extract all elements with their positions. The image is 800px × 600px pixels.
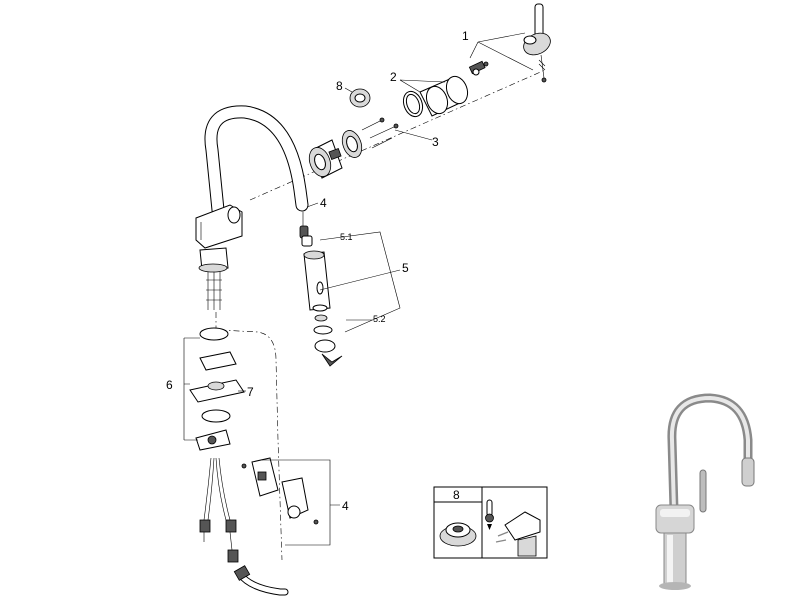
supply-hoses	[199, 457, 239, 563]
callout-5: 5	[402, 261, 409, 275]
handle-assembly: 1 2 8 3	[249, 3, 551, 201]
sprayhead-icon	[301, 235, 343, 367]
cover-sleeve	[402, 75, 469, 118]
screw-set	[468, 60, 489, 76]
lever-icon	[495, 511, 541, 557]
cartridge-detail-icon	[439, 522, 477, 547]
thermometer-icon	[485, 499, 494, 530]
hose-weight-bracket	[241, 457, 319, 525]
callout-6: 6	[166, 378, 173, 392]
inset-label: 8	[453, 488, 460, 502]
callout-4-hose: 4	[320, 196, 327, 210]
faucet-photo-icon	[655, 393, 755, 590]
callout-3: 3	[432, 135, 439, 149]
callout-5-1: 5.1	[340, 232, 353, 242]
callout-1: 1	[462, 29, 469, 43]
callout-4-bracket: 4	[342, 499, 349, 513]
callout-8: 8	[336, 79, 343, 93]
handle-icon	[523, 3, 551, 83]
callout-7: 7	[247, 385, 254, 399]
spout-icon	[195, 105, 309, 310]
callout-5-2: 5.2	[373, 314, 386, 324]
callout-2: 2	[390, 70, 397, 84]
cartridge-icon	[308, 117, 399, 179]
mounting-kit	[189, 327, 245, 451]
temperature-limiter-icon	[349, 88, 371, 108]
temperature-limiter-inset: 8	[433, 486, 548, 559]
pull-out-hose	[233, 565, 289, 596]
